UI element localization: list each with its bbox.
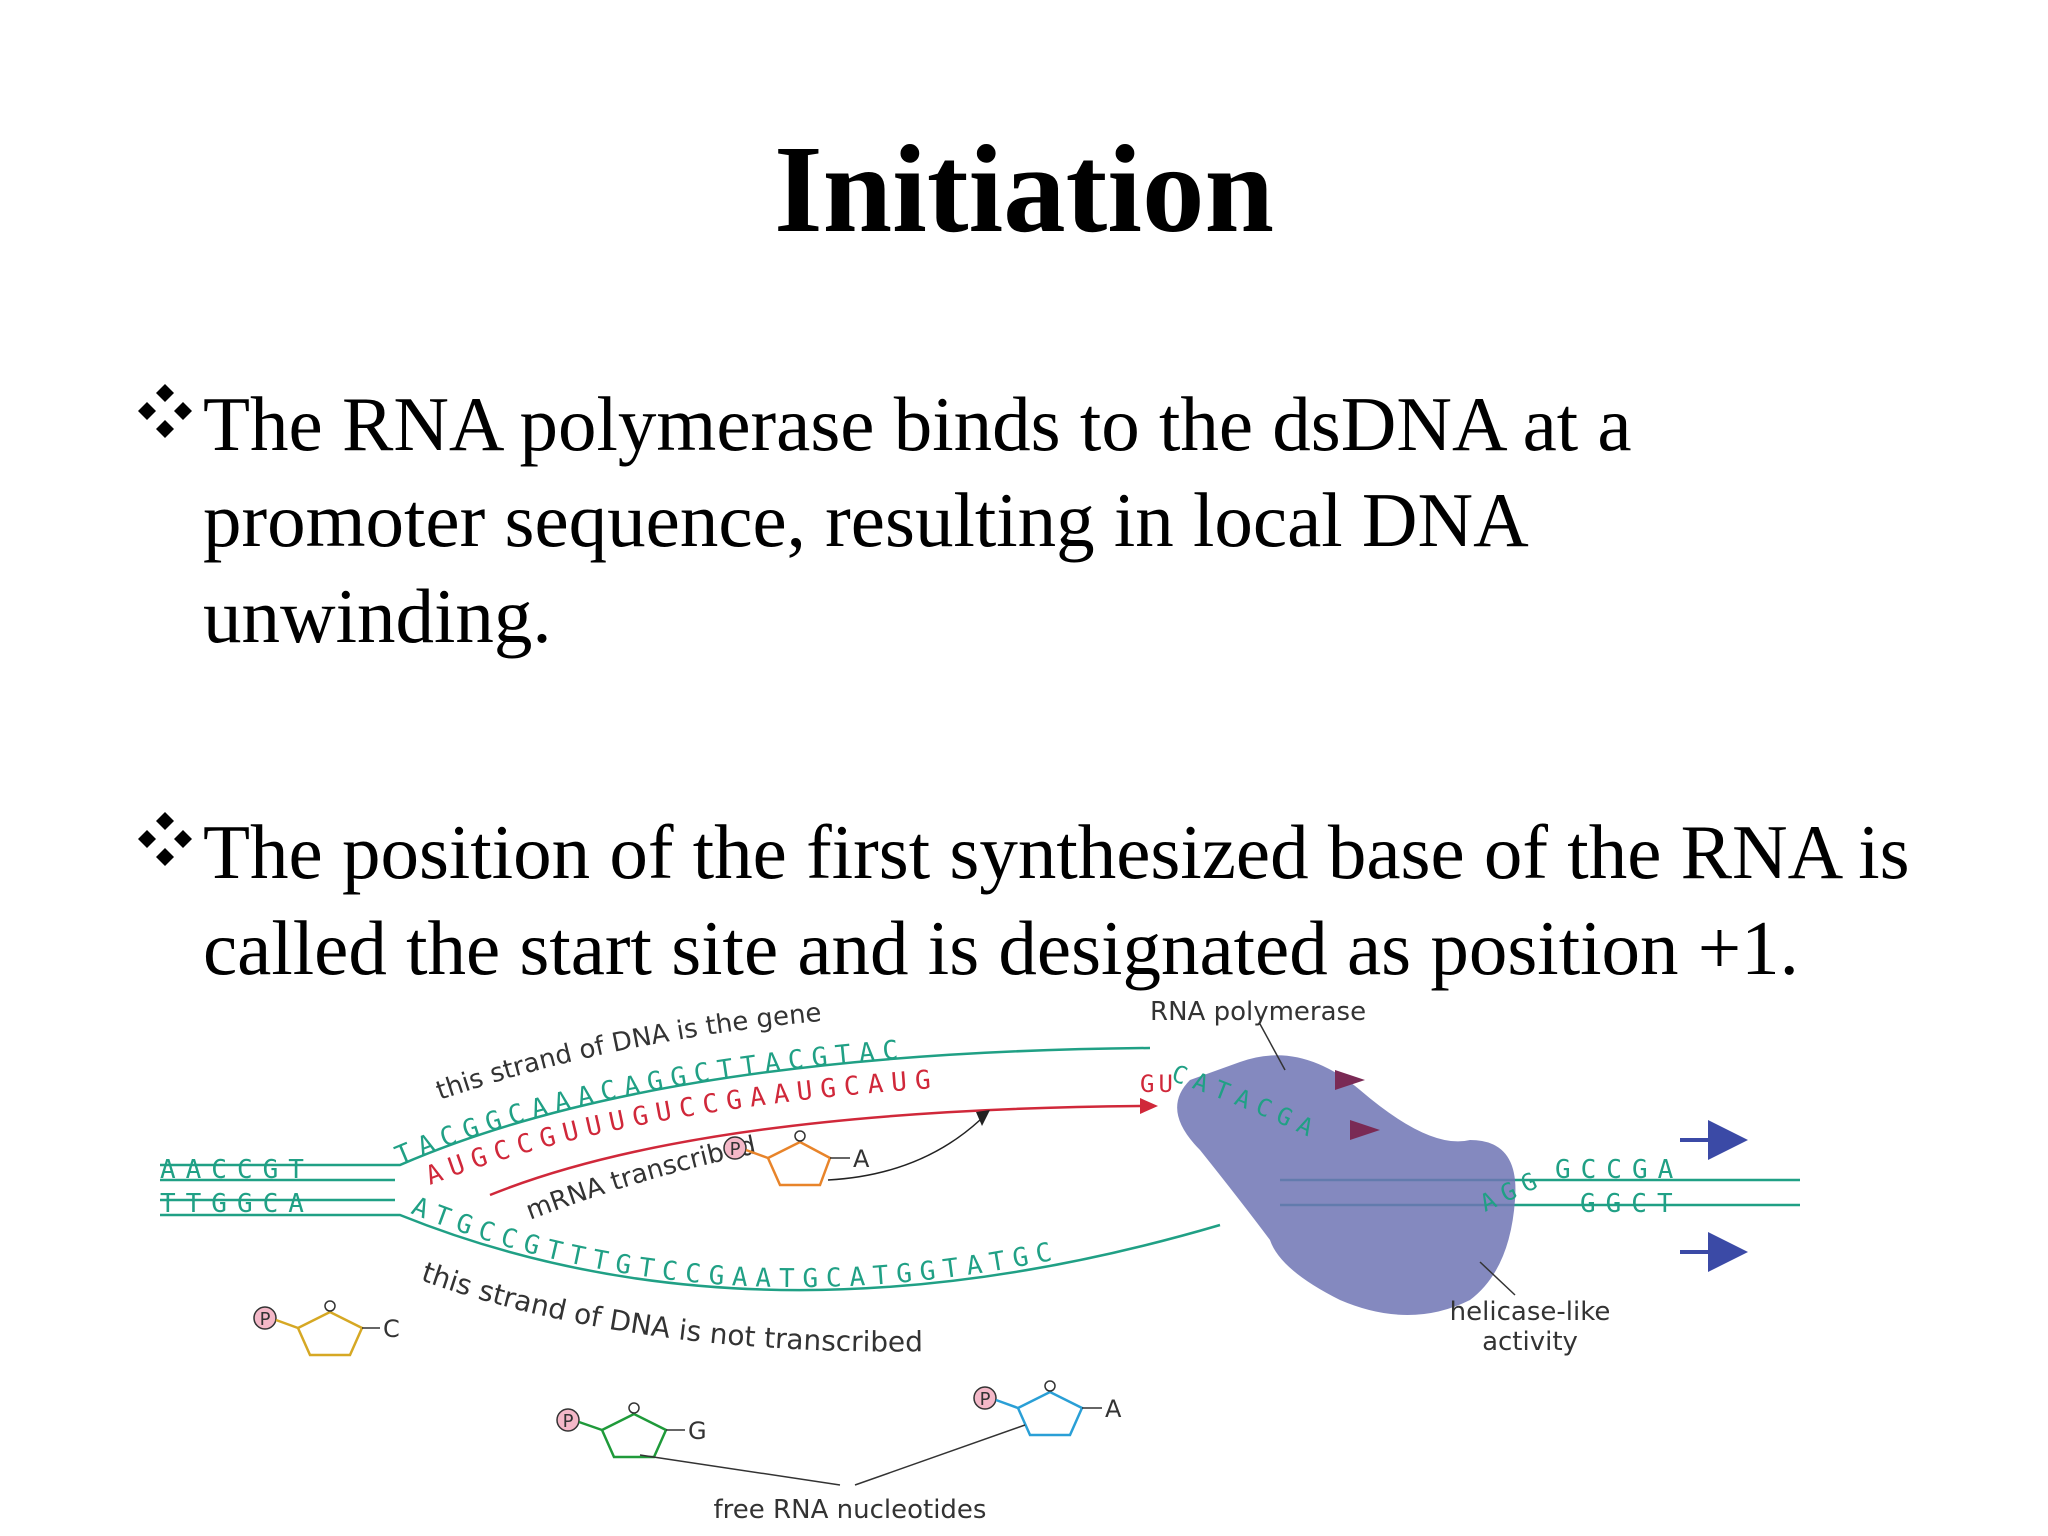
bullet-1-text: The RNA polymerase binds to the dsDNA at… xyxy=(203,381,1632,659)
four-diamond-bullet-icon xyxy=(138,384,192,438)
lower-strand-sequence: ATGCCGTTTGTCCGAATGCATGGTATGC xyxy=(407,1192,1062,1295)
incorporation-arrowhead-icon xyxy=(976,1110,990,1126)
ribose-sugar-icon xyxy=(766,1140,832,1187)
base-label: A xyxy=(1105,1395,1122,1423)
nucleotide-c-yellow: P C xyxy=(253,1300,400,1357)
ribose-sugar-icon xyxy=(600,1412,668,1459)
right-bottom-sequence: GGCT xyxy=(1580,1189,1683,1219)
phosphate-icon xyxy=(973,1386,997,1410)
phosphate-label: P xyxy=(563,1411,574,1432)
nucleotide-incorporation-arrow xyxy=(827,1119,981,1181)
polymerase-direction-arrows xyxy=(1335,1070,1380,1140)
left-top-sequence: AACCGT xyxy=(160,1155,314,1185)
phosphate-label: P xyxy=(980,1389,991,1410)
base-label: A xyxy=(853,1145,870,1173)
helicase-label-line2: activity xyxy=(1482,1327,1578,1357)
phosphate-label: P xyxy=(260,1309,271,1330)
phosphate-icon xyxy=(253,1306,277,1330)
left-bottom-sequence: TTGGCA xyxy=(160,1189,314,1219)
mrna-arrow xyxy=(489,1104,1141,1197)
ribose-sugar-icon xyxy=(296,1310,364,1357)
rna-polymerase-label: RNA polymerase xyxy=(1150,1000,1366,1027)
bullet-1: The RNA polymerase binds to the dsDNA at… xyxy=(130,376,1830,664)
phosphate-label: P xyxy=(730,1139,741,1160)
transcription-initiation-diagram: AACCGT TTGGCA TACGGCAAACAGGCTTACGTAC AUG… xyxy=(140,1000,1800,1525)
right-top-sequence: GCCGA xyxy=(1555,1155,1683,1185)
polymerase-rna-sequence: GU xyxy=(1140,1070,1177,1098)
four-diamond-bullet-icon xyxy=(138,812,192,866)
movement-arrows xyxy=(1680,1120,1748,1272)
phosphate-icon xyxy=(723,1136,747,1160)
helicase-label-line1: helicase-like xyxy=(1450,1297,1611,1327)
mrna-arrowhead-icon xyxy=(1140,1098,1158,1114)
phosphate-icon xyxy=(556,1408,580,1432)
rna-polymerase-blob xyxy=(1177,1055,1516,1315)
bullet-2: The position of the first synthesized ba… xyxy=(130,804,2000,996)
base-label: C xyxy=(383,1315,400,1343)
free-nucleotides-label: free RNA nucleotides xyxy=(714,1495,987,1525)
slide-title: Initiation xyxy=(773,121,1275,259)
nucleotide-g-green: P G xyxy=(556,1402,707,1459)
nucleotide-a-orange: P A xyxy=(723,1130,870,1187)
base-label: G xyxy=(688,1417,707,1445)
free-nucleotides-pointers xyxy=(639,1424,1026,1486)
helicase-pointer xyxy=(1479,1261,1516,1296)
bullet-2-text: The position of the first synthesized ba… xyxy=(203,809,1910,991)
ribose-sugar-icon xyxy=(1016,1390,1084,1437)
nucleotide-a-blue: P A xyxy=(973,1380,1122,1437)
rna-polymerase-pointer xyxy=(1259,1023,1286,1071)
